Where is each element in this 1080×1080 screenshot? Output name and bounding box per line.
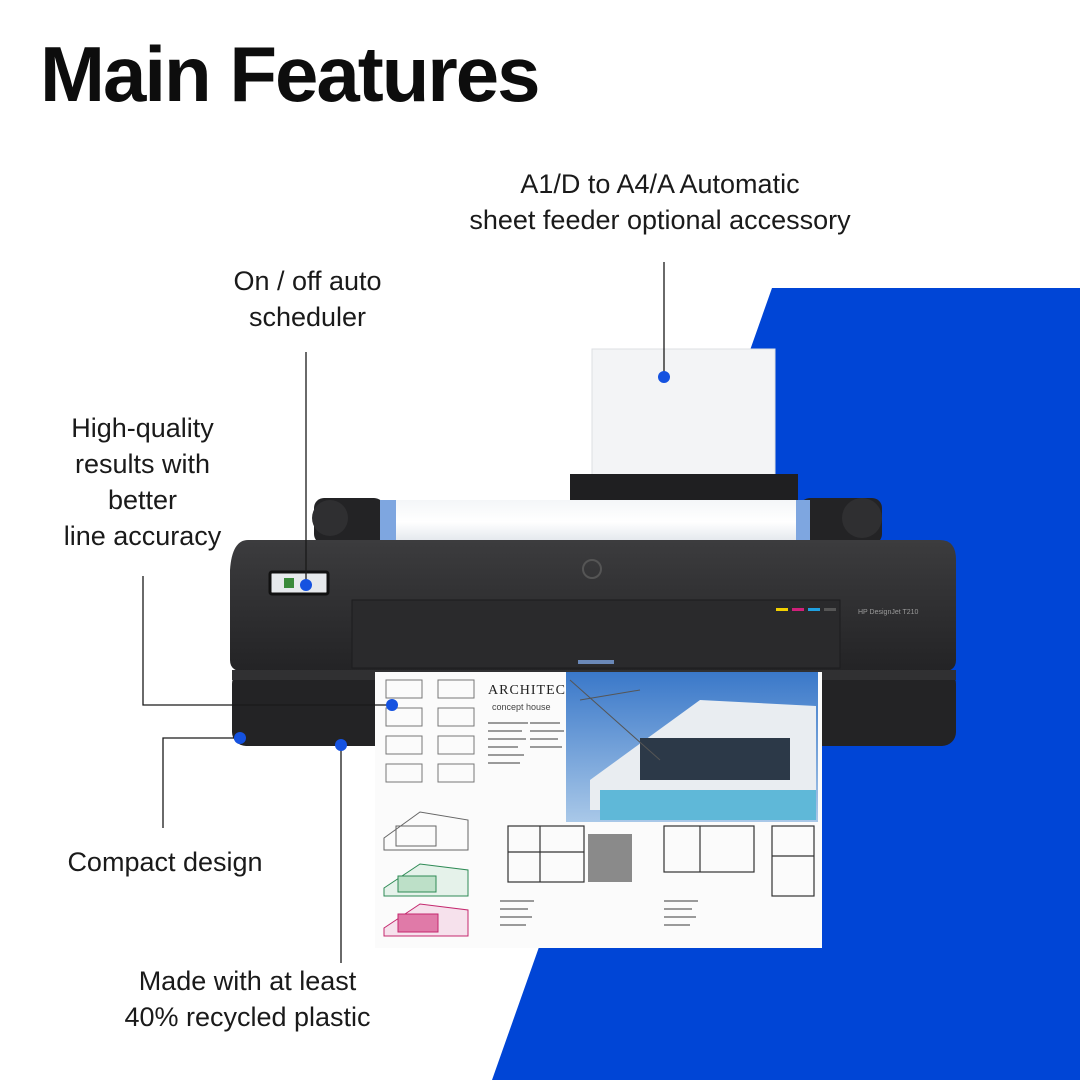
callout-line-accuracy: High-quality results with better line ac… [40,410,245,554]
callout-line: Compact design [67,847,263,877]
callout-line: A1/D to A4/A Automatic [520,169,800,199]
roll-holder-right [800,498,882,544]
roll-holder-left [312,498,384,544]
callout-line: 40% recycled plastic [124,1002,371,1032]
printed-poster: ARCHITECTURE concept house [375,672,822,948]
callout-recycled-plastic: Made with at least 40% recycled plastic [95,963,400,1035]
callout-compact-design: Compact design [40,844,290,880]
callout-line: better [107,485,178,515]
paper-roll [380,500,810,544]
callout-line: On / off auto [233,266,382,296]
callout-sheet-feeder: A1/D to A4/A Automatic sheet feeder opti… [430,166,890,238]
callout-line: line accuracy [63,521,222,551]
callout-line: results with [74,449,211,479]
callout-line: sheet feeder optional accessory [469,205,851,235]
hp-logo [582,559,602,579]
model-label: HP DesignJet T210 [858,609,919,616]
callout-line: Made with at least [138,966,357,996]
control-panel [268,570,330,596]
callout-auto-scheduler: On / off auto scheduler [200,263,415,335]
svg-text:concept house: concept house [492,702,551,712]
page-title: Main Features [40,30,540,118]
callout-line: High-quality [71,413,214,443]
callout-line: scheduler [248,302,367,332]
